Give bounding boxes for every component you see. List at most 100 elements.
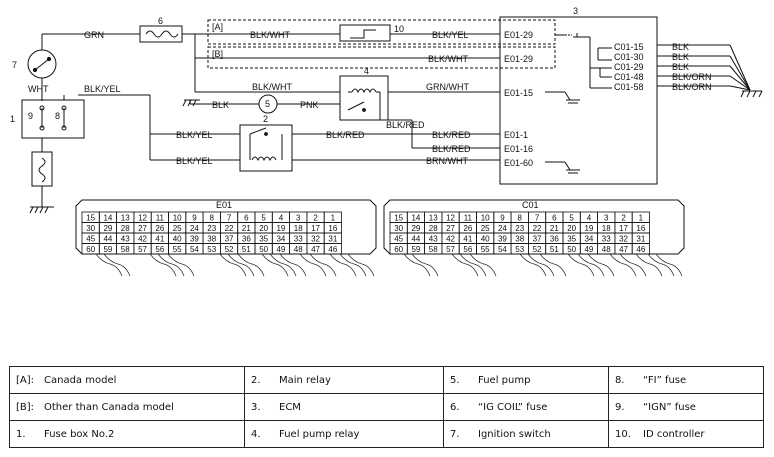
c01-pin-label: 37 [533, 234, 542, 243]
e01-pin-label: 25 [173, 224, 182, 233]
pin-label-e01-29-b: E01-29 [504, 54, 533, 64]
wire-label-blk-yel-low: BLK/YEL [176, 156, 213, 166]
c01-pin-label: 21 [550, 224, 559, 233]
e01-pin-label: 43 [121, 234, 130, 243]
e01-pin-label: 15 [86, 213, 95, 222]
e01-pin-cell [323, 243, 342, 255]
harness-wire [219, 253, 247, 277]
e01-pin-label: 39 [190, 234, 199, 243]
wire-label-blk-red-e16: BLK/RED [432, 144, 471, 154]
pin-label-c01-15: C01-15 [614, 42, 644, 52]
wire-label-blk-orn-c48: BLK/ORN [672, 72, 712, 82]
harness-wire [567, 253, 595, 277]
legend-cell: 6.“IG COIL” fuse [443, 393, 609, 421]
legend-key: 1. [16, 428, 26, 440]
wire-label-brn-wht: BRN/WHT [426, 156, 468, 166]
c01-pin-label: 14 [411, 213, 420, 222]
c01-pin-cell [631, 243, 650, 255]
c01-pin-label: 50 [567, 245, 576, 254]
c01-pin-label: 58 [429, 245, 438, 254]
harness-wire [103, 253, 131, 277]
c01-pin-label: 15 [394, 213, 403, 222]
legend-text: “IGN” fuse [643, 401, 696, 413]
e01-pin-label: 17 [311, 224, 320, 233]
e01-pin-label: 47 [311, 245, 320, 254]
e01-pin-label: 30 [86, 224, 95, 233]
e01-pin-label: 56 [155, 245, 164, 254]
c01-pin-label: 55 [481, 245, 490, 254]
legend-key: 6. [450, 401, 460, 413]
other-model-box [207, 46, 556, 69]
e01-pin-label: 42 [138, 234, 147, 243]
legend-key: 5. [450, 374, 460, 386]
e01-pin-label: 20 [259, 224, 268, 233]
harness-wire [403, 253, 431, 277]
harness-wire [329, 253, 357, 277]
c01-pin-label: 11 [464, 213, 473, 222]
wiring-diagram: 1514131211109876543213029282726252423222… [10, 6, 763, 277]
legend-key: [A]: [16, 374, 35, 386]
e01-pin-label: 36 [242, 234, 251, 243]
harness-wire [299, 253, 327, 277]
e01-pin-label: 34 [276, 234, 285, 243]
harness-wire [157, 253, 185, 277]
marker-8: 8 [55, 111, 60, 121]
legend-key: 7. [450, 428, 460, 440]
harness-wire [609, 253, 637, 277]
c01-pin-label: 19 [584, 224, 593, 233]
harness-wire [309, 253, 337, 277]
e01-pin-label: 26 [155, 224, 164, 233]
e01-pin-label: 13 [121, 213, 130, 222]
harness-wire [647, 253, 675, 277]
harness-wire [279, 253, 307, 277]
marker-7: 7 [12, 60, 17, 70]
e01-pin-label: 32 [311, 234, 320, 243]
e01-pin-label: 46 [328, 245, 337, 254]
marker-9: 9 [28, 111, 33, 121]
harness-wire [269, 253, 297, 277]
legend-cell: 5.Fuel pump [443, 366, 609, 394]
legend-cell: 10.ID controller [608, 420, 764, 448]
c01-pin-label: 42 [446, 234, 455, 243]
e01-pin-label: 54 [190, 245, 199, 254]
legend-text: ID controller [643, 428, 705, 440]
e01-pin-label: 58 [121, 245, 130, 254]
wire-label-blk-wht-a: BLK/WHT [250, 30, 291, 40]
e01-pin-label: 11 [156, 213, 165, 222]
ecm-box [499, 16, 658, 185]
harness-wire [619, 253, 647, 277]
e01-pin-label: 55 [173, 245, 182, 254]
e01-pin-label: 10 [173, 213, 182, 222]
e01-pin-label: 38 [207, 234, 216, 243]
legend-text: Fuse box No.2 [44, 428, 115, 440]
e01-pin-label: 45 [86, 234, 95, 243]
c01-pin-label: 47 [619, 245, 628, 254]
harness-wire [519, 253, 547, 277]
c01-pin-label: 9 [500, 213, 505, 222]
main-relay-box [239, 124, 293, 172]
e01-pin-label: 5 [261, 213, 266, 222]
harness-wire [411, 253, 439, 277]
c01-pin-label: 7 [535, 213, 540, 222]
c01-pin-label: 41 [463, 234, 472, 243]
e01-connector-outline [75, 199, 377, 255]
wire-label-blk-wht-relay: BLK/WHT [252, 82, 293, 92]
legend-cell: [B]:Other than Canada model [9, 393, 245, 421]
e01-pin-label: 60 [86, 245, 95, 254]
c01-pin-label: 5 [569, 213, 574, 222]
c01-pin-label: 18 [602, 224, 611, 233]
legend-cell: 7.Ignition switch [443, 420, 609, 448]
c01-connector-title: C01 [522, 200, 539, 210]
harness-wire [339, 253, 367, 277]
c01-pin-label: 20 [567, 224, 576, 233]
c01-pin-label: 1 [639, 213, 644, 222]
c01-pin-label: 29 [411, 224, 420, 233]
c01-pin-label: 43 [429, 234, 438, 243]
wire-label-grn: GRN [84, 30, 104, 40]
harness-wire [527, 253, 555, 277]
pin-label-e01-29-a: E01-29 [504, 30, 533, 40]
e01-pin-label: 35 [259, 234, 268, 243]
harness-wire [167, 253, 195, 277]
